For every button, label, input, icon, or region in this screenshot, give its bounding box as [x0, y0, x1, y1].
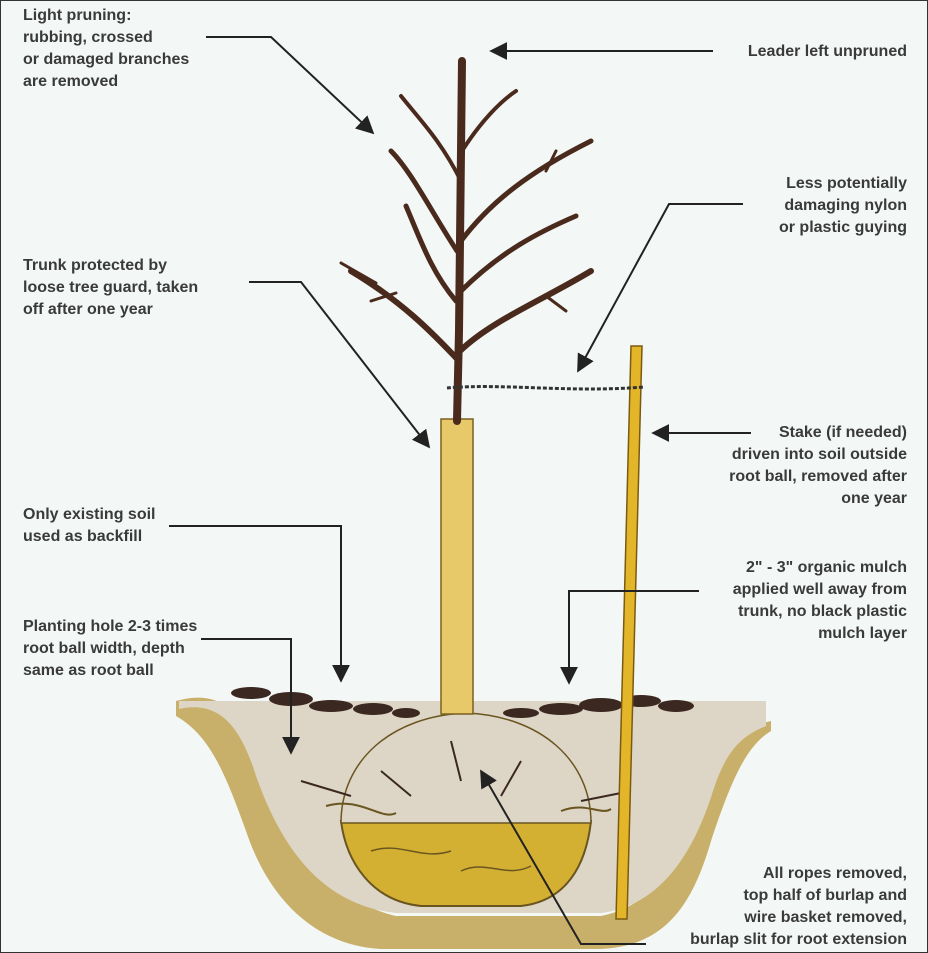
label-leader-unpruned: Leader left unpruned [748, 41, 907, 63]
label-planting-hole: Planting hole 2-3 times root ball width,… [23, 616, 197, 682]
tree-guard [441, 419, 473, 714]
label-trunk-guard: Trunk protected by loose tree guard, tak… [23, 255, 198, 321]
label-backfill: Only existing soil used as backfill [23, 504, 155, 548]
guy-tie [447, 387, 644, 389]
label-stake: Stake (if needed) driven into soil outsi… [729, 422, 907, 510]
label-ropes-removed: All ropes removed, top half of burlap an… [690, 863, 907, 951]
label-light-pruning: Light pruning: rubbing, crossed or damag… [23, 5, 189, 93]
label-organic-mulch: 2" - 3" organic mulch applied well away … [733, 557, 907, 645]
label-nylon-guying: Less potentially damaging nylon or plast… [779, 173, 907, 239]
tree-branches [341, 61, 591, 421]
